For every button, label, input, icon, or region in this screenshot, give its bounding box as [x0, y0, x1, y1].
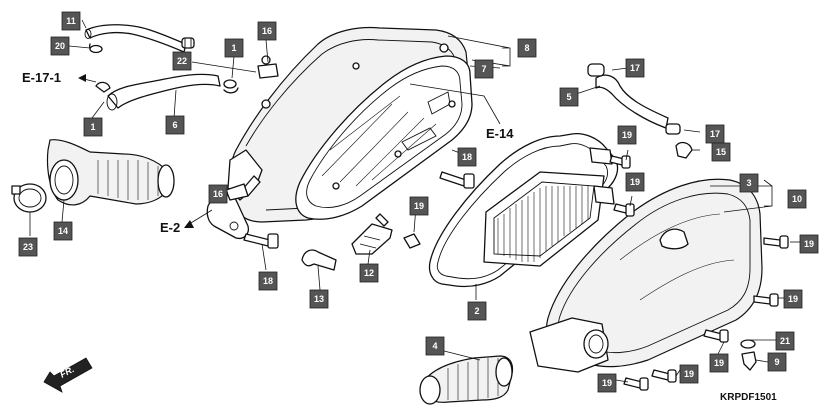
svg-text:1: 1: [90, 122, 95, 132]
ref-e2-label: E-2: [160, 220, 180, 235]
ref-e17-1: E-17-1: [22, 70, 97, 85]
callout-13: 13: [309, 289, 329, 309]
callout-19-f: 19: [709, 353, 729, 373]
callout-8: 8: [517, 38, 537, 58]
callout-17-lower: 17: [705, 124, 725, 144]
callout-6: 6: [165, 115, 185, 135]
drain-plug: [351, 213, 393, 255]
svg-text:18: 18: [263, 276, 273, 286]
svg-text:19: 19: [788, 294, 798, 304]
svg-text:7: 7: [481, 64, 486, 74]
callout-19-c: 19: [409, 196, 429, 216]
screw-drain: [403, 233, 421, 249]
svg-text:14: 14: [58, 226, 68, 236]
callout-22: 22: [172, 51, 192, 71]
callout-1-upper: 1: [224, 38, 244, 58]
callout-4: 4: [425, 336, 445, 356]
svg-text:21: 21: [780, 336, 790, 346]
callout-18-upper: 18: [457, 147, 477, 167]
svg-text:22: 22: [177, 56, 187, 66]
right-breather-hose: [587, 63, 693, 159]
svg-text:17: 17: [630, 63, 640, 73]
svg-text:6: 6: [172, 120, 177, 130]
callout-19-g: 19: [679, 364, 699, 384]
svg-text:9: 9: [774, 357, 779, 367]
callout-14: 14: [53, 221, 73, 241]
callout-5: 5: [559, 87, 579, 107]
duct-clamp: [11, 183, 47, 213]
svg-text:16: 16: [213, 189, 223, 199]
callout-7: 7: [474, 59, 494, 79]
ref-e14: E-14: [409, 83, 514, 141]
svg-text:12: 12: [364, 268, 374, 278]
callout-11: 11: [61, 11, 81, 31]
callout-1-lower: 1: [83, 117, 103, 137]
svg-text:3: 3: [746, 178, 751, 188]
svg-text:19: 19: [684, 369, 694, 379]
filter-element: [483, 147, 615, 267]
svg-text:8: 8: [524, 43, 529, 53]
svg-text:19: 19: [602, 378, 612, 388]
callout-17-upper: 17: [625, 58, 645, 78]
collar-lower: [225, 183, 249, 201]
svg-text:16: 16: [262, 26, 272, 36]
callout-10: 10: [787, 189, 807, 209]
bolt-lower-left: [243, 233, 279, 249]
svg-text:1: 1: [231, 43, 236, 53]
callout-20: 20: [50, 36, 70, 56]
svg-text:23: 23: [23, 242, 33, 252]
drain-cap: [740, 339, 757, 371]
ref-e2: E-2: [160, 209, 213, 235]
svg-text:20: 20: [55, 41, 65, 51]
ref-e14-label: E-14: [486, 126, 514, 141]
svg-text:19: 19: [630, 177, 640, 187]
callout-21: 21: [775, 331, 795, 351]
intake-funnel: [419, 355, 514, 405]
svg-text:17: 17: [710, 129, 720, 139]
air-cleaner-case: [529, 178, 763, 373]
callout-12: 12: [359, 263, 379, 283]
svg-text:11: 11: [66, 16, 76, 26]
callout-18-lower: 18: [258, 271, 278, 291]
lower-breather-hose: [95, 73, 221, 111]
callout-19-d: 19: [799, 234, 819, 254]
svg-text:5: 5: [566, 92, 571, 102]
callout-15: 15: [711, 142, 731, 162]
ref-e17-1-label: E-17-1: [22, 70, 61, 85]
svg-text:19: 19: [714, 358, 724, 368]
case-screws: [609, 155, 789, 391]
svg-text:10: 10: [792, 194, 802, 204]
collar-upper: [257, 63, 279, 79]
svg-text:19: 19: [804, 239, 814, 249]
svg-text:13: 13: [314, 294, 324, 304]
callout-16-lower: 16: [208, 184, 228, 204]
clip-upper: [181, 37, 195, 49]
svg-text:18: 18: [462, 152, 472, 162]
callout-3: 3: [739, 173, 759, 193]
svg-text:19: 19: [414, 201, 424, 211]
front-direction-arrow: FR.: [43, 357, 93, 393]
callout-2: 2: [467, 301, 487, 321]
svg-text:2: 2: [474, 306, 479, 316]
callout-23: 23: [18, 237, 38, 257]
intake-duct: [46, 139, 175, 206]
callout-19-b: 19: [625, 172, 645, 192]
callout-19-e: 19: [783, 289, 803, 309]
callout-19-a: 19: [617, 125, 637, 145]
diagram-code: KRPDF1501: [720, 392, 777, 403]
callout-16-upper: 16: [257, 21, 277, 41]
drain-tube: [301, 249, 337, 271]
air-cleaner-housing: [206, 26, 473, 240]
callout-19-h: 19: [597, 373, 617, 393]
svg-text:19: 19: [622, 130, 632, 140]
bolt-right: [439, 171, 475, 189]
svg-text:4: 4: [432, 341, 437, 351]
hose-clip: [89, 44, 103, 54]
callout-9: 9: [767, 352, 787, 372]
hose-clamp-small: [223, 79, 239, 94]
svg-text:15: 15: [716, 147, 726, 157]
